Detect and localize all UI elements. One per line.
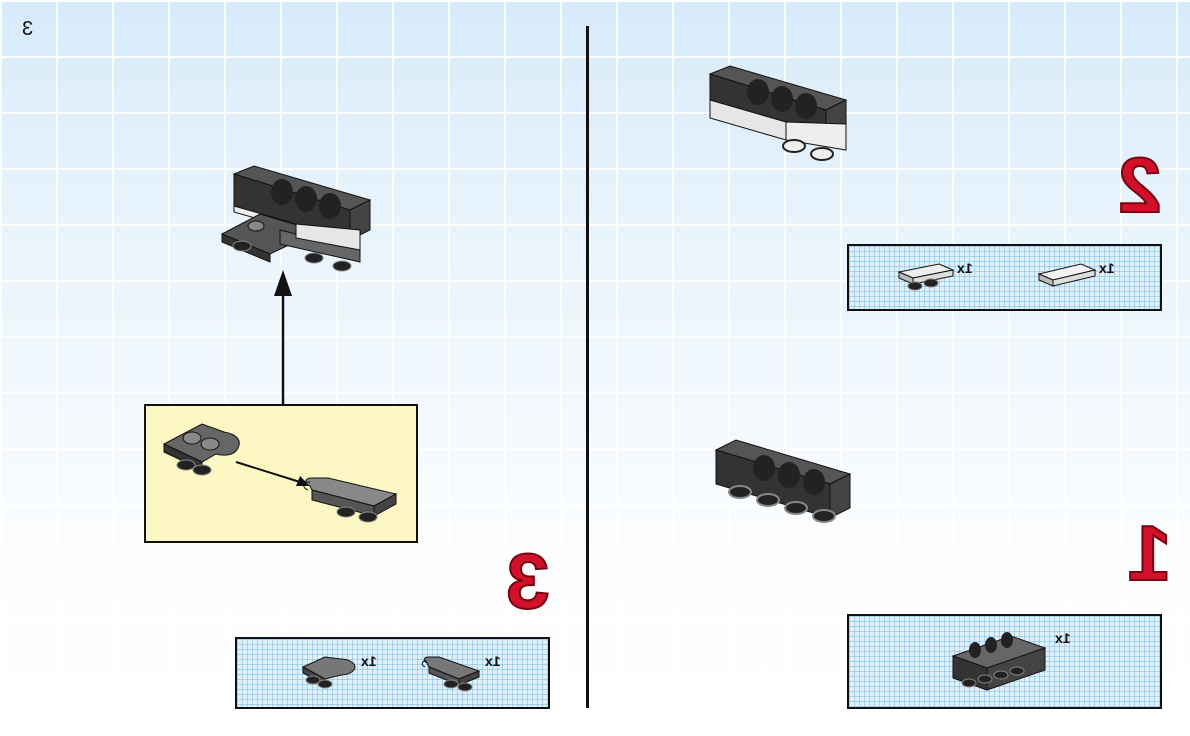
step-3-parts-box: 1x 1x: [235, 637, 550, 709]
step-3-number: 3: [505, 536, 550, 626]
step-2-parts-box: 1x 1x: [847, 244, 1162, 311]
black-brick-1x4-icon: [951, 632, 1047, 691]
light-gray-plate-icon: [897, 263, 955, 291]
step-2-number: 2: [1117, 140, 1162, 230]
step-1-number: 1: [1127, 508, 1172, 598]
hinge-fingers-callout-icon: [303, 477, 398, 523]
step-3-assembly-brick: [220, 165, 372, 272]
step-3-part-2-qty: 1x: [485, 653, 501, 669]
hinge-plate-callout-icon: [162, 423, 240, 476]
light-gray-tile-icon: [1037, 263, 1097, 287]
dark-gray-hinge-fingers-icon: [421, 656, 481, 692]
step-2-part-2-qty: 1x: [1099, 260, 1115, 276]
step-1-part-1-qty: 1x: [1055, 630, 1071, 646]
step-2-assembly-brick: [708, 65, 848, 161]
step-3-part-1-qty: 1x: [361, 653, 377, 669]
step-1-parts-box: 1x: [847, 614, 1162, 709]
page-divider: [586, 26, 589, 708]
step-2-part-1-qty: 1x: [957, 260, 973, 276]
step-1-assembly-brick: [714, 439, 852, 523]
step-3-subassembly-callout: [144, 404, 418, 543]
dark-gray-hinge-plate-icon: [301, 656, 356, 689]
step-3-assembly-arrow: [274, 270, 292, 404]
page-number: 3: [22, 18, 34, 40]
